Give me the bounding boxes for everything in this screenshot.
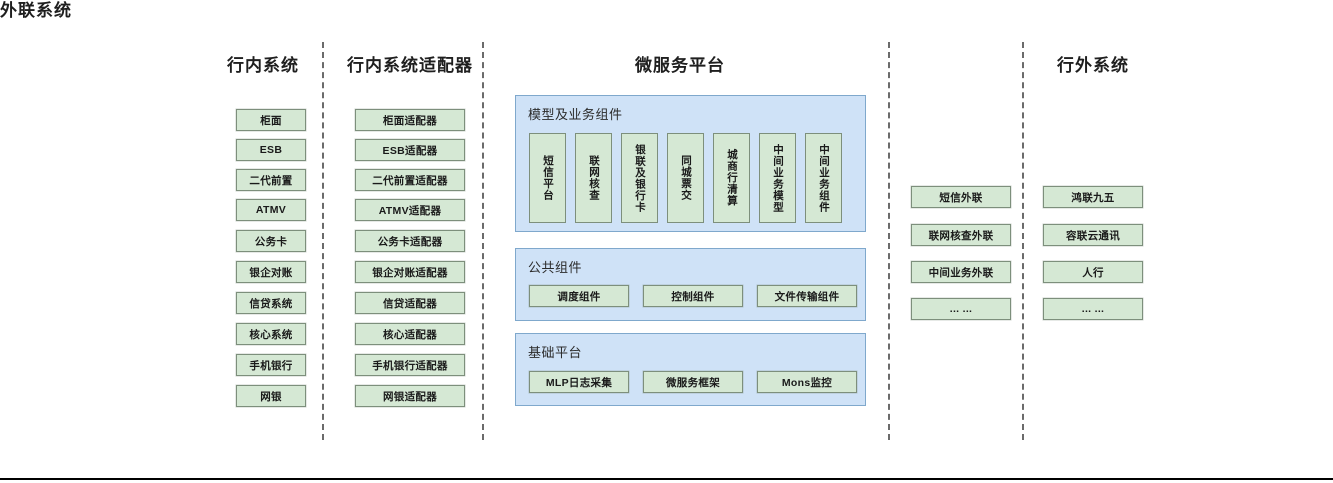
node-inner-system-adapter[interactable]: 柜面适配器 [355, 109, 465, 131]
node-model-component[interactable]: 中间业务模型 [759, 133, 796, 223]
node-model-component-label: 同城票交 [680, 155, 692, 201]
node-external-link-system[interactable]: 短信外联 [911, 186, 1011, 208]
node-model-component-label: 联网核查 [588, 155, 600, 201]
node-model-component[interactable]: 短信平台 [529, 133, 566, 223]
column-divider-4 [1022, 42, 1024, 440]
node-public-component[interactable]: 文件传输组件 [757, 285, 857, 307]
node-base-platform-component[interactable]: Mons监控 [757, 371, 857, 393]
node-outside-bank-system[interactable]: ... ... [1043, 298, 1143, 320]
node-inner-system-adapter[interactable]: 公务卡适配器 [355, 230, 465, 252]
column-title-external-link-systems: 外联系统 [0, 1, 72, 20]
node-inner-system[interactable]: 银企对账 [236, 261, 306, 283]
node-inner-system[interactable]: 公务卡 [236, 230, 306, 252]
node-public-component[interactable]: 调度组件 [529, 285, 629, 307]
column-title-outside-bank-systems: 行外系统 [1057, 56, 1129, 75]
node-inner-system[interactable]: ESB [236, 139, 306, 161]
column-title-inner-systems: 行内系统 [227, 56, 299, 75]
column-title-inner-system-adapters: 行内系统适配器 [347, 56, 473, 75]
node-public-component[interactable]: 控制组件 [643, 285, 743, 307]
node-inner-system-adapter[interactable]: 信贷适配器 [355, 292, 465, 314]
node-model-component[interactable]: 联网核查 [575, 133, 612, 223]
node-outside-bank-system[interactable]: 人行 [1043, 261, 1143, 283]
node-external-link-system[interactable]: 中间业务外联 [911, 261, 1011, 283]
node-inner-system[interactable]: 手机银行 [236, 354, 306, 376]
node-inner-system[interactable]: 信贷系统 [236, 292, 306, 314]
node-inner-system-adapter[interactable]: 银企对账适配器 [355, 261, 465, 283]
node-base-platform-component[interactable]: 微服务框架 [643, 371, 743, 393]
node-model-component[interactable]: 城商行清算 [713, 133, 750, 223]
column-divider-2 [482, 42, 484, 440]
node-model-component-label: 中间业务模型 [772, 143, 784, 213]
node-outside-bank-system[interactable]: 容联云通讯 [1043, 224, 1143, 246]
node-outside-bank-system[interactable]: 鸿联九五 [1043, 186, 1143, 208]
node-external-link-system[interactable]: ... ... [911, 298, 1011, 320]
node-model-component-label: 短信平台 [542, 155, 554, 201]
node-model-component-label: 城商行清算 [726, 149, 738, 207]
node-inner-system-adapter[interactable]: 网银适配器 [355, 385, 465, 407]
panel-title-model-business-components: 模型及业务组件 [528, 107, 623, 122]
node-inner-system-adapter[interactable]: 核心适配器 [355, 323, 465, 345]
node-inner-system[interactable]: 柜面 [236, 109, 306, 131]
node-model-component[interactable]: 同城票交 [667, 133, 704, 223]
panel-public-components: 公共组件 [515, 248, 866, 321]
node-inner-system[interactable]: ATMV [236, 199, 306, 221]
node-inner-system[interactable]: 网银 [236, 385, 306, 407]
node-base-platform-component[interactable]: MLP日志采集 [529, 371, 629, 393]
column-divider-3 [888, 42, 890, 440]
node-inner-system[interactable]: 二代前置 [236, 169, 306, 191]
node-model-component-label: 银联及银行卡 [634, 143, 646, 213]
node-model-component[interactable]: 银联及银行卡 [621, 133, 658, 223]
node-inner-system-adapter[interactable]: 二代前置适配器 [355, 169, 465, 191]
panel-title-public-components: 公共组件 [528, 260, 583, 275]
node-external-link-system[interactable]: 联网核查外联 [911, 224, 1011, 246]
node-inner-system-adapter[interactable]: 手机银行适配器 [355, 354, 465, 376]
bottom-rule [0, 478, 1333, 480]
node-inner-system-adapter[interactable]: ATMV适配器 [355, 199, 465, 221]
node-model-component-label: 中间业务组件 [818, 143, 830, 213]
column-title-microservice-platform: 微服务平台 [635, 56, 725, 75]
node-inner-system[interactable]: 核心系统 [236, 323, 306, 345]
panel-title-base-platform: 基础平台 [528, 345, 583, 360]
node-model-component[interactable]: 中间业务组件 [805, 133, 842, 223]
column-divider-1 [322, 42, 324, 440]
panel-base-platform: 基础平台 [515, 333, 866, 406]
node-inner-system-adapter[interactable]: ESB适配器 [355, 139, 465, 161]
